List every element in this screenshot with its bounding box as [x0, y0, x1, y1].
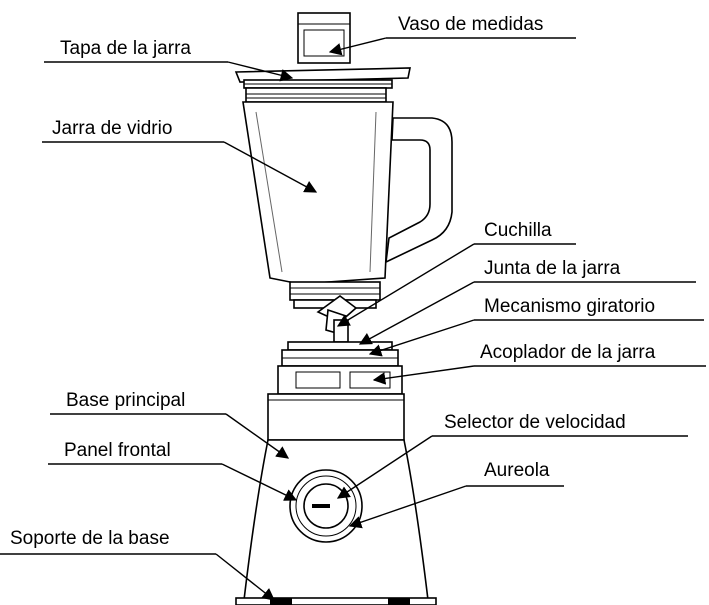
label-cuchilla: Cuchilla: [484, 220, 552, 241]
callout-base-principal: Base principal: [50, 390, 290, 459]
callout-aureola: Aureola: [348, 460, 564, 529]
callout-acoplador: Acoplador de la jarra: [372, 342, 706, 385]
glass-jar: [242, 87, 453, 309]
measuring-cup: [297, 12, 351, 64]
callout-cuchilla: Cuchilla: [336, 220, 576, 327]
blender-illustration: [234, 12, 453, 605]
label-tapa-jarra: Tapa de la jarra: [60, 38, 191, 59]
label-junta-jarra: Junta de la jarra: [484, 258, 621, 279]
jar-coupler: [277, 365, 403, 395]
callout-panel-frontal: Panel frontal: [48, 440, 298, 501]
base-feet: [235, 597, 437, 605]
callout-selector: Selector de velocidad: [336, 412, 688, 499]
callout-soporte: Soporte de la base: [0, 528, 275, 601]
label-vaso-medidas: Vaso de medidas: [398, 14, 543, 35]
jar-gasket: [287, 341, 393, 351]
label-aureola: Aureola: [484, 460, 550, 481]
label-jarra-vidrio: Jarra de vidrio: [52, 118, 172, 139]
speed-dial: [289, 469, 363, 543]
label-panel-frontal: Panel frontal: [64, 440, 171, 461]
callout-jarra-vidrio: Jarra de vidrio: [42, 118, 318, 193]
callout-tapa-jarra: Tapa de la jarra: [44, 38, 294, 82]
label-acoplador: Acoplador de la jarra: [480, 342, 656, 363]
callout-junta-jarra: Junta de la jarra: [358, 258, 696, 345]
label-soporte: Soporte de la base: [10, 528, 170, 549]
label-selector: Selector de velocidad: [444, 412, 626, 433]
callout-mecanismo: Mecanismo giratorio: [368, 296, 704, 357]
label-mecanismo: Mecanismo giratorio: [484, 296, 655, 317]
label-base-principal: Base principal: [66, 390, 185, 411]
callout-vaso-medidas: Vaso de medidas: [328, 14, 576, 56]
rotating-mechanism: [281, 349, 399, 367]
